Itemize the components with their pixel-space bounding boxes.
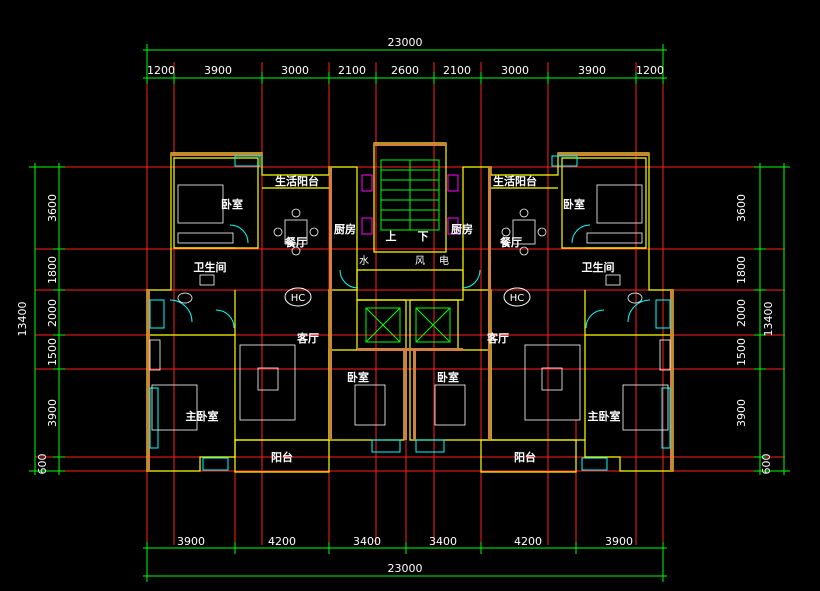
bottom-total-dim: 23000: [388, 562, 423, 575]
left-dim-4: 1500: [46, 338, 59, 366]
bottom-dim-3: 3400: [353, 535, 381, 548]
label-right-service-balcony: 生活阳台: [493, 174, 537, 188]
label-center-bedroom-right: 卧室: [437, 370, 459, 384]
hc-right-marker: [503, 287, 531, 307]
label-center-bedroom-left: 卧室: [347, 370, 369, 384]
bottom-dim-5: 4200: [514, 535, 542, 548]
wall-fills: [147, 143, 673, 471]
label-right-master: 主卧室: [588, 409, 621, 423]
top-dim-7: 3000: [501, 64, 529, 77]
right-dim-3: 2000: [735, 299, 748, 327]
label-shaft-elec: 电: [439, 254, 449, 267]
label-right-balcony: 阳台: [514, 450, 536, 464]
left-dim-1: 3600: [46, 194, 59, 222]
room-labels: 生活阳台 生活阳台 卧室 卧室 餐厅 餐厅 厨房 厨房 卫生间 卫生间 客厅 客…: [186, 174, 621, 464]
left-dim-2: 1800: [46, 256, 59, 284]
right-total-dim: 13400: [762, 302, 775, 337]
label-right-kitchen: 厨房: [451, 222, 473, 236]
label-hc-right: HC: [510, 293, 525, 304]
label-left-dining: 餐厅: [284, 235, 307, 249]
kitchen-fixtures: [361, 174, 459, 235]
top-dim-8: 3900: [578, 64, 606, 77]
furniture: [149, 184, 671, 431]
bottom-dim-6: 3900: [605, 535, 633, 548]
right-dim-5: 3900: [735, 399, 748, 427]
label-shaft-water: 水: [359, 255, 369, 267]
label-right-living: 客厅: [486, 331, 509, 345]
label-stair-down: 下: [418, 230, 429, 243]
bottom-dim-1: 3900: [177, 535, 205, 548]
top-total-dim: 23000: [388, 36, 423, 49]
dimension-texts: 23000 23000 1200 3900 3000 2100 2600 210…: [16, 36, 775, 575]
top-dim-4: 2100: [338, 64, 366, 77]
left-dim-6: 600: [36, 454, 49, 475]
top-dim-2: 3900: [204, 64, 232, 77]
left-total-dim: 13400: [16, 302, 29, 337]
top-dim-9: 1200: [636, 64, 664, 77]
label-right-bath: 卫生间: [582, 260, 615, 274]
hc-markers: [284, 287, 531, 307]
label-shaft-wind: 风: [415, 255, 425, 267]
right-dim-2: 1800: [735, 256, 748, 284]
bottom-dim-2: 4200: [268, 535, 296, 548]
windows: [149, 155, 671, 471]
label-hc-left: HC: [291, 293, 306, 304]
label-left-kitchen: 厨房: [334, 222, 356, 236]
label-left-master: 主卧室: [186, 409, 219, 423]
label-left-bath: 卫生间: [194, 260, 227, 274]
label-left-bedroom: 卧室: [221, 197, 243, 211]
left-dim-3: 2000: [46, 299, 59, 327]
label-left-balcony: 阳台: [271, 450, 293, 464]
right-dim-4: 1500: [735, 338, 748, 366]
label-left-service-balcony: 生活阳台: [275, 174, 319, 188]
left-dim-5: 3900: [46, 399, 59, 427]
top-dim-6: 2100: [443, 64, 471, 77]
right-dim-1: 3600: [735, 194, 748, 222]
label-right-bedroom: 卧室: [563, 197, 585, 211]
dimension-lines: [29, 44, 790, 582]
top-dim-3: 3000: [281, 64, 309, 77]
top-dim-5: 2600: [391, 64, 419, 77]
hc-left-marker: [284, 287, 312, 307]
right-dim-6: 600: [760, 454, 773, 475]
label-right-dining: 餐厅: [499, 235, 522, 249]
label-stair-up: 上: [386, 229, 397, 243]
label-left-living: 客厅: [296, 331, 319, 345]
top-dim-1: 1200: [147, 64, 175, 77]
stair-core: [365, 159, 451, 343]
bottom-dim-4: 3400: [429, 535, 457, 548]
